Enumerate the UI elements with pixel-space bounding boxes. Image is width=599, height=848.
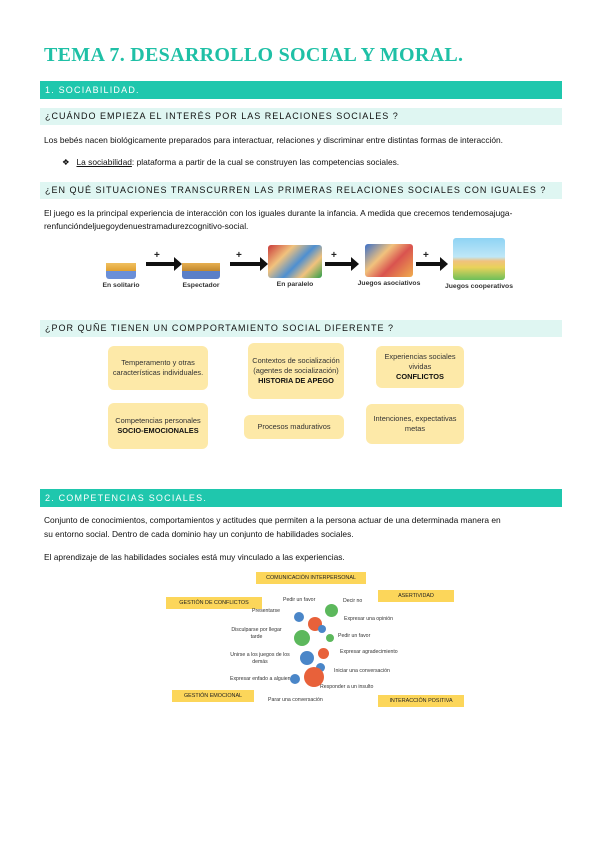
arrow-right-icon	[230, 257, 268, 271]
skill-label: Iniciar una conversación	[334, 668, 390, 674]
search-icon	[300, 651, 314, 665]
stage-cooperativos: Juegos cooperativos	[444, 238, 514, 290]
question-heading-3: ¿POR QUÑE TIENEN UN COMPPORTAMIENTO SOCI…	[40, 320, 562, 337]
box-competencias: Competencias personales SOCIO-EMOCIONALE…	[108, 403, 208, 449]
question-heading-1: ¿CUÁNDO EMPIEZA EL INTERÉS POR LAS RELAC…	[40, 108, 562, 125]
plus-sign: +	[236, 250, 242, 261]
skill-label: Responder a un insulto	[320, 684, 374, 690]
arrow-right-icon	[325, 257, 359, 271]
children-parallel-photo	[268, 245, 322, 278]
children-cooperative-photo	[453, 238, 505, 280]
skill-label: Pedir un favor	[283, 597, 316, 603]
skill-label: Pedir un favor	[338, 633, 371, 639]
paragraph-conjunto-line2: su entorno social. Dentro de cada domini…	[44, 529, 354, 539]
tag-gestion-emocional: Gestión emocional	[172, 690, 254, 702]
skill-bubble	[290, 674, 300, 684]
box-contextos: Contextos de socialización (agentes de s…	[248, 343, 344, 399]
paragraph-juego-line1: El juego es la principal experiencia de …	[44, 208, 513, 218]
stage-solitario: En solitario	[86, 245, 156, 289]
skill-bubble	[316, 663, 325, 672]
arrow-right-icon	[416, 257, 448, 271]
tag-interaccion-positiva: Interacción positiva	[378, 695, 464, 707]
paragraph-bebes: Los bebés nacen biológicamente preparado…	[44, 135, 504, 145]
plus-sign: +	[154, 250, 160, 261]
diamond-bullet-icon: ❖	[62, 157, 70, 167]
box-experiencias: Experiencias sociales vividas CONFLICTOS	[376, 346, 464, 388]
skill-bubble	[304, 667, 324, 687]
skill-label: Disculparse por llegar tarde	[231, 627, 282, 640]
skill-label: Expresar enfado a alguien	[230, 676, 291, 682]
skill-bubble	[326, 634, 334, 642]
stage-asociativos: Juegos asociativos	[354, 244, 424, 287]
skill-label: Expresar agradecimiento	[340, 649, 398, 655]
paragraph-conjunto-line1: Conjunto de conocimientos, comportamient…	[44, 515, 501, 525]
paragraph-aprendizaje: El aprendizaje de las habilidades social…	[44, 552, 345, 562]
headset-icon	[325, 604, 338, 617]
skill-bubble	[318, 625, 326, 633]
section-heading-sociabilidad: 1. SOCIABILIDAD.	[40, 81, 562, 99]
bullet-sociabilidad: ❖ La sociabilidad: plataforma a partir d…	[62, 157, 399, 167]
section-heading-competencias: 2. COMPETENCIAS SOCIALES.	[40, 489, 562, 507]
arrow-right-icon	[146, 257, 182, 271]
children-associative-photo	[365, 244, 413, 277]
skill-label: Parar una conversación	[268, 697, 323, 703]
children-watching-icon	[182, 259, 220, 279]
stage-paralelo: En paralelo	[260, 245, 330, 288]
page-title: TEMA 7. DESARROLLO SOCIAL Y MORAL.	[44, 44, 464, 66]
children-playing-icon	[106, 259, 136, 279]
plus-sign: +	[331, 250, 337, 261]
bullet-term: La sociabilidad	[76, 157, 132, 167]
bullet-text: : plataforma a partir de la cual se cons…	[131, 157, 400, 167]
paragraph-juego-line2: renfuncióndeljuegoydenuestramadurezcogni…	[44, 221, 249, 231]
tag-comunicacion: Comunicación interpersonal	[256, 572, 366, 584]
skill-bubble	[318, 648, 329, 659]
stage-espectador: Espectador	[166, 245, 236, 289]
skill-label: Unirse a los juegos de los demás	[230, 652, 290, 665]
skill-bubble	[294, 612, 304, 622]
plus-sign: +	[423, 250, 429, 261]
box-procesos: Procesos madurativos	[244, 415, 344, 439]
box-intenciones: Intenciones, expectativas metas	[366, 404, 464, 444]
skill-label: Presentarse	[252, 608, 280, 614]
tag-asertividad: Asertividad	[378, 590, 454, 602]
tag-gestion-conflictos: Gestión de conflictos	[166, 597, 262, 609]
chat-icon	[294, 630, 310, 646]
question-heading-2: ¿EN QUÉ SITUACIONES TRANSCURREN LAS PRIM…	[40, 182, 562, 199]
box-temperamento: Temperamento y otras características ind…	[108, 346, 208, 390]
skill-label: Expresar una opinión	[344, 616, 394, 622]
skill-label: Decir no	[343, 598, 363, 604]
